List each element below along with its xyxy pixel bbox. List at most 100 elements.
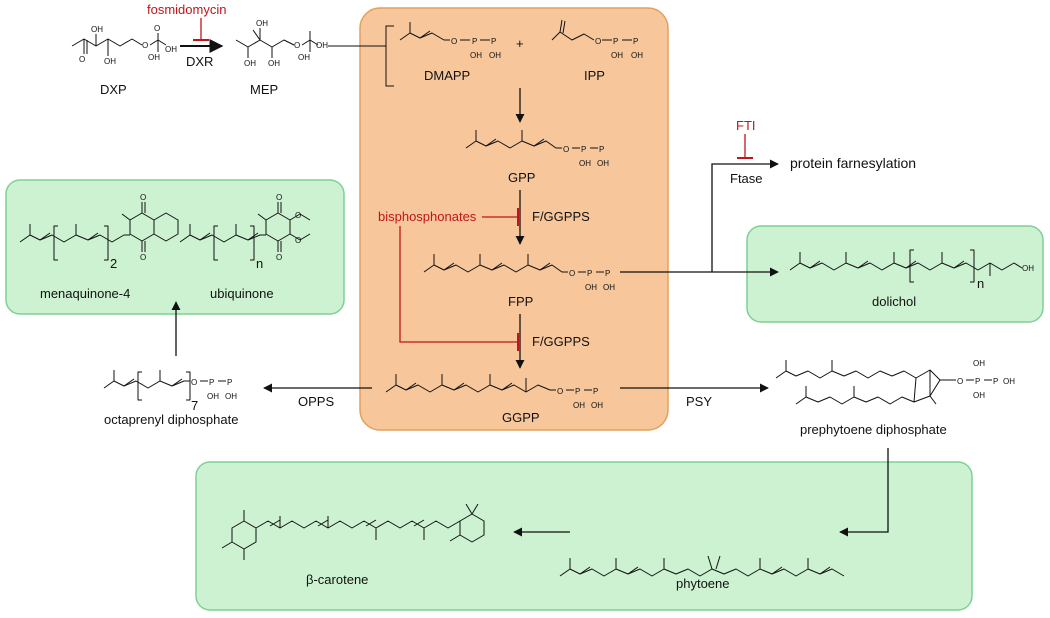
ubiquinone-subscript: n <box>256 256 263 271</box>
label-gpp: GPP <box>508 170 535 185</box>
gpp-p1: P <box>581 145 586 154</box>
dmapp-p2: P <box>491 37 496 46</box>
dmapp-oh2: OH <box>489 51 501 60</box>
dxp-oh-2: OH <box>104 57 116 66</box>
prephytoene-oh3: OH <box>1003 377 1015 386</box>
octaprenyl-p2: P <box>227 378 232 387</box>
ggpp-p1: P <box>575 387 580 396</box>
octaprenyl-oh1: OH <box>207 392 219 401</box>
menaquinone-o2: O <box>140 253 146 262</box>
prephytoene-oh2: OH <box>973 391 985 400</box>
ggpp-oh2: OH <box>591 401 603 410</box>
arrow-fpp-farnesylation <box>711 159 779 272</box>
ubiquinone-o3: O <box>295 211 301 220</box>
ipp-oh2: OH <box>631 51 643 60</box>
dolichol-structure: OH <box>789 249 1034 283</box>
ubiquinone-o1: O <box>276 193 282 202</box>
dxp-p-o: O <box>154 24 160 33</box>
mep-oh-3: OH <box>268 59 280 68</box>
dxp-oh-4: OH <box>165 45 177 54</box>
label-prephytoene: prephytoene diphosphate <box>800 422 947 437</box>
label-fosmidomycin: fosmidomycin <box>147 2 226 17</box>
fpp-oh2: OH <box>603 283 615 292</box>
inhibition-line-bisphos-2 <box>399 226 518 343</box>
label-phytoene: phytoene <box>676 576 730 591</box>
dxp-structure: OH O OH O O OH OH <box>71 24 177 66</box>
ubiquinone-structure: O O O O <box>179 193 311 262</box>
octaprenyl-oh2: OH <box>225 392 237 401</box>
prephytoene-p1: P <box>975 377 980 386</box>
label-protein-farnesylation: protein farnesylation <box>790 155 916 171</box>
ipp-oh1: OH <box>611 51 623 60</box>
label-fti: FTI <box>736 118 756 133</box>
fpp-oh1: OH <box>585 283 597 292</box>
dmapp-oh1: OH <box>470 51 482 60</box>
prephytoene-oh1: OH <box>973 359 985 368</box>
label-bisphosphonates: bisphosphonates <box>378 209 477 224</box>
ubiquinone-o2: O <box>276 253 282 262</box>
beta-carotene-structure <box>221 503 485 560</box>
label-ubiquinone: ubiquinone <box>210 286 274 301</box>
gpp-oh1: OH <box>579 159 591 168</box>
label-octaprenyl: octaprenyl diphosphate <box>104 412 238 427</box>
mep-oh-1: OH <box>244 59 256 68</box>
octaprenyl-o: O <box>191 378 197 387</box>
label-fpp: FPP <box>508 294 533 309</box>
ggpp-o: O <box>557 387 563 396</box>
dxp-o-1: O <box>79 55 85 64</box>
gpp-structure: O P P OH OH <box>465 130 609 168</box>
label-dxp: DXP <box>100 82 127 97</box>
label-dmapp: DMAPP <box>424 68 470 83</box>
plus-sign: + <box>516 36 524 51</box>
label-beta-carotene: β-carotene <box>306 572 368 587</box>
fpp-p1: P <box>587 269 592 278</box>
core-pathway-box <box>359 7 669 431</box>
label-dolichol: dolichol <box>872 294 916 309</box>
octaprenyl-p1: P <box>209 378 214 387</box>
carotenoid-box <box>195 461 973 611</box>
label-dxr: DXR <box>186 54 213 69</box>
label-ggpp: GGPP <box>502 410 540 425</box>
ipp-structure: O P P OH OH <box>551 19 643 60</box>
ggpp-p2: P <box>593 387 598 396</box>
menaquinone-structure: O O <box>19 193 179 262</box>
fpp-o: O <box>569 269 575 278</box>
prephytoene-p2: P <box>993 377 998 386</box>
label-fggpps-1: F/GGPPS <box>532 209 590 224</box>
menaquinone-o1: O <box>140 193 146 202</box>
dmapp-p1: P <box>472 37 477 46</box>
octaprenyl-structure: O P P OH OH <box>103 370 237 401</box>
label-ipp: IPP <box>584 68 605 83</box>
gpp-o: O <box>563 145 569 154</box>
mep-o: O <box>294 41 300 50</box>
dmapp-structure: O P P OH OH <box>399 22 501 60</box>
fpp-p2: P <box>605 269 610 278</box>
mep-oh-2: OH <box>256 19 268 28</box>
label-ftase: Ftase <box>730 171 763 186</box>
fpp-structure: O P P OH OH <box>423 254 615 292</box>
gpp-oh2: OH <box>597 159 609 168</box>
quinone-box <box>5 179 345 315</box>
arrow-prephytoene-phytoene <box>839 448 889 537</box>
mep-oh-5: OH <box>316 41 328 50</box>
bracket-dmapp-ipp <box>385 25 394 87</box>
dmapp-o: O <box>451 37 457 46</box>
ggpp-structure: O P P OH OH <box>385 374 603 410</box>
label-psy: PSY <box>686 394 712 409</box>
prephytoene-structure: O P P OH OH OH <box>775 359 1015 405</box>
menaquinone-subscript: 2 <box>110 256 117 271</box>
label-fggpps-2: F/GGPPS <box>532 334 590 349</box>
dxp-o-2: O <box>142 41 148 50</box>
label-menaquinone: menaquinone-4 <box>40 286 130 301</box>
dolichol-oh: OH <box>1022 264 1034 273</box>
mep-oh-4: OH <box>298 53 310 62</box>
ipp-p1: P <box>613 37 618 46</box>
octaprenyl-subscript: 7 <box>191 398 198 413</box>
phytoene-structure <box>559 555 845 577</box>
gpp-p2: P <box>599 145 604 154</box>
dolichol-subscript: n <box>977 276 984 291</box>
dolichol-box <box>746 225 1044 323</box>
label-opps: OPPS <box>298 394 334 409</box>
mep-structure: OH OH OH O OH OH <box>235 19 328 68</box>
